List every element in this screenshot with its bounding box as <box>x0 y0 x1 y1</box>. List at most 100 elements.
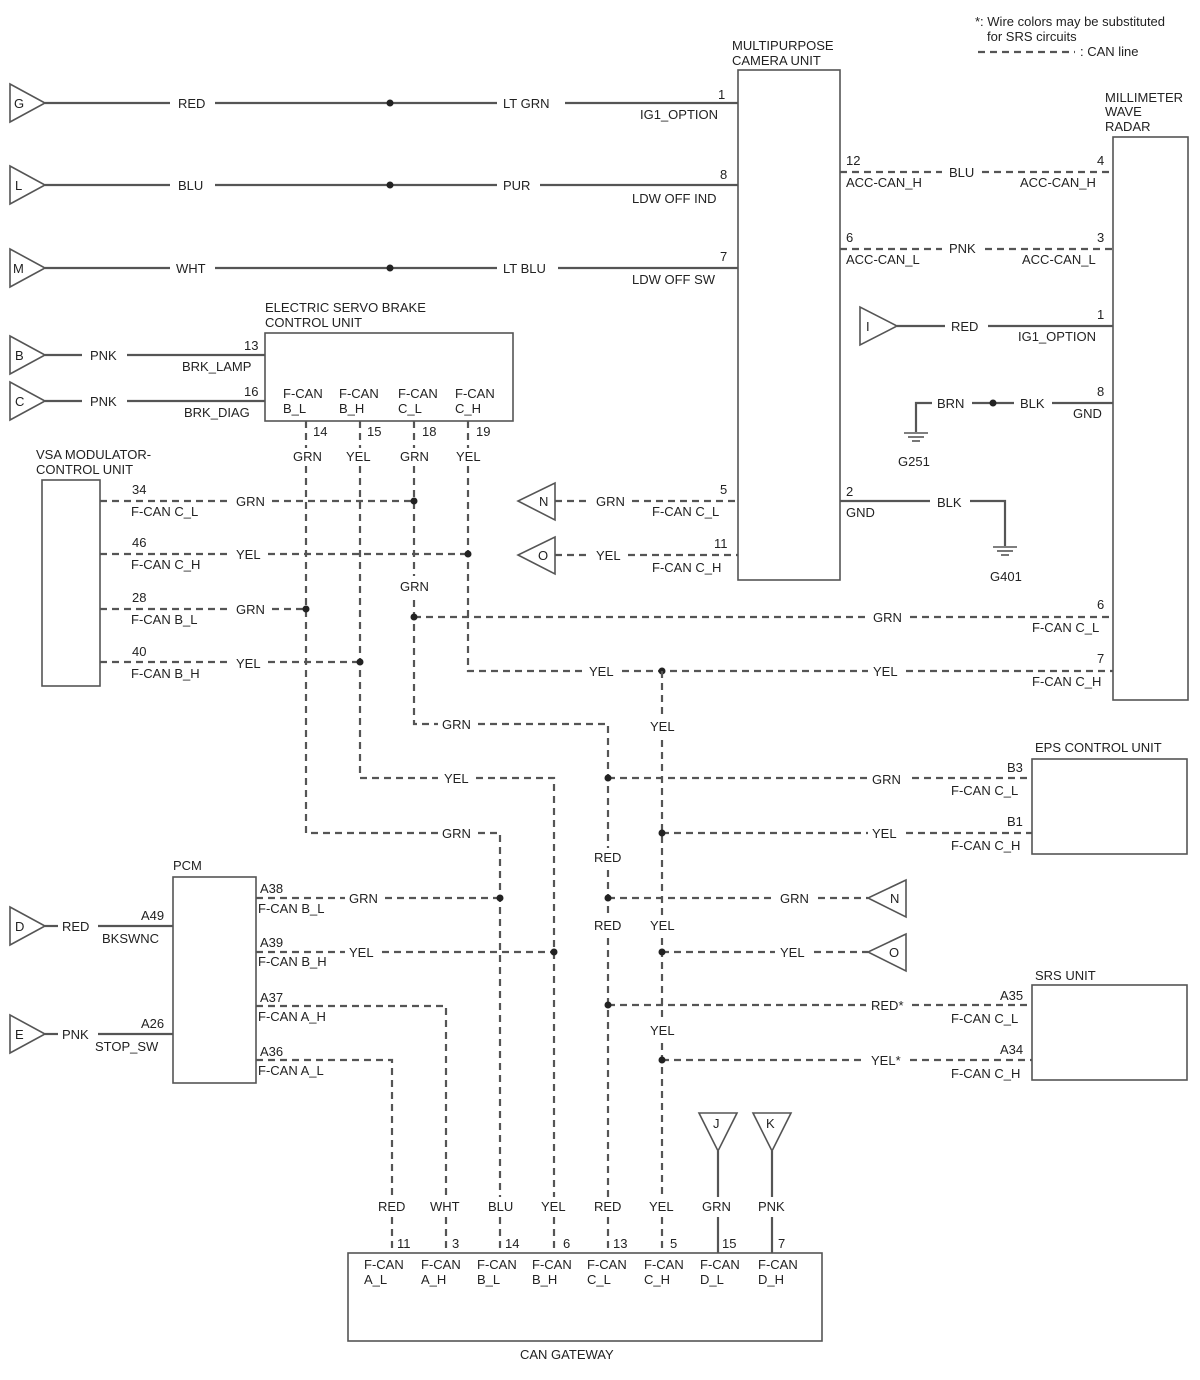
wire-brake-b-h <box>358 466 438 780</box>
wire-label-yel: YEL <box>650 719 675 734</box>
connector-j <box>697 1112 739 1153</box>
srs-pin-a35: A35 <box>1000 988 1023 1003</box>
connector-d-label: D <box>15 919 24 934</box>
vsa-signal-fcan-c-l: F-CAN C_L <box>131 504 198 519</box>
radar-signal-acc-can-h: ACC-CAN_H <box>1020 175 1096 190</box>
circuit-ldw-off-ind: L BLU PUR 8 LDW OFF IND <box>9 164 738 206</box>
wire-label-blk: BLK <box>1020 396 1045 411</box>
vsa-pin-34: 34 <box>132 482 146 497</box>
wire-label-wht: WHT <box>430 1199 460 1214</box>
brake-unit-box <box>264 332 514 422</box>
wire-label-pnk: PNK <box>758 1199 785 1214</box>
wire-label-grn: GRN <box>872 772 901 787</box>
wire-label-yel: YEL <box>596 548 621 563</box>
connector-n-label: N <box>539 494 548 509</box>
camera-unit-box <box>737 69 841 581</box>
connector-b <box>9 334 47 376</box>
connector-o-label: O <box>889 945 899 960</box>
wire-label-yel: YEL <box>649 1199 674 1214</box>
pcm-pin-a39: A39 <box>260 935 283 950</box>
radar-title-1: MILLIMETER <box>1105 90 1183 105</box>
brake-fcan-label: F-CAN <box>455 386 495 401</box>
wire-brake-b-l <box>304 466 438 835</box>
wire-label-grn: GRN <box>702 1199 731 1214</box>
wire-label-yel: YEL <box>236 547 261 562</box>
wire-label-yel: YEL <box>349 945 374 960</box>
gateway-pin-numbers: 11 3 14 6 13 5 15 7 <box>397 1236 785 1251</box>
brake-unit-title-1: ELECTRIC SERVO BRAKE <box>265 300 426 315</box>
wire-label-blu: BLU <box>488 1199 513 1214</box>
wire-label-red: RED <box>594 850 621 865</box>
gateway-pin-7: 7 <box>778 1236 785 1251</box>
splice-point <box>658 1056 666 1064</box>
splice-point <box>658 948 666 956</box>
wire-label-blu: BLU <box>949 165 974 180</box>
circuit-camera-gnd: BLK 2 GND G401 <box>840 484 1022 584</box>
brake-fcan-b-h: B_H <box>339 401 364 416</box>
connector-j-label: J <box>713 1116 720 1131</box>
wire-label-blk: BLK <box>937 495 962 510</box>
can-gateway-box <box>347 1252 823 1342</box>
brake-pin-15: 15 <box>367 424 381 439</box>
connector-o <box>516 535 556 576</box>
brake-fcan-label: F-CAN <box>398 386 438 401</box>
splice-point <box>550 948 558 956</box>
pcm-pin-a49: A49 <box>141 908 164 923</box>
camera-signal-ig1-option: IG1_OPTION <box>640 107 718 122</box>
connector-d <box>9 905 47 947</box>
wire-label-pnk: PNK <box>90 394 117 409</box>
pcm-pin-a36: A36 <box>260 1044 283 1059</box>
gateway-fcan-label: F-CAN <box>700 1257 740 1272</box>
circuit-srs: RED* A35 F-CAN C_L YEL* A34 F-CAN C_H <box>604 988 1032 1081</box>
radar-pin-3: 3 <box>1097 230 1104 245</box>
connector-g <box>9 82 47 124</box>
wire-label-red: RED <box>178 96 205 111</box>
circuit-ldw-off-sw: M WHT LT BLU 7 LDW OFF SW <box>9 247 738 289</box>
gateway-fcan-d-l: D_L <box>700 1272 724 1287</box>
eps-signal-fcan-c-l: F-CAN C_L <box>951 783 1018 798</box>
radar-signal-fcan-c-h: F-CAN C_H <box>1032 674 1101 689</box>
circuit-radar-gnd: BRN BLK 8 GND G251 <box>898 384 1113 469</box>
wire-label-red: RED <box>378 1199 405 1214</box>
pcm-signal-stop-sw: STOP_SW <box>95 1039 159 1054</box>
gateway-stubs <box>390 1217 774 1253</box>
circuit-radar-ig1: I RED 1 IG1_OPTION <box>859 305 1113 347</box>
camera-pin-8: 8 <box>720 167 727 182</box>
brake-fcan-label: F-CAN <box>339 386 379 401</box>
radar-signal-acc-can-l: ACC-CAN_L <box>1022 252 1096 267</box>
wire-label-grn: GRN <box>293 449 322 464</box>
wire-label-yel: YEL <box>873 664 898 679</box>
connector-o-label: O <box>538 548 548 563</box>
wire-label-wht: WHT <box>176 261 206 276</box>
camera-signal-ldw-off-sw: LDW OFF SW <box>632 272 716 287</box>
connector-n-label: N <box>890 891 899 906</box>
gateway-fcan-labels: F-CAN A_L F-CAN A_H F-CAN B_L F-CAN B_H … <box>364 1257 798 1287</box>
splice-point <box>302 605 310 613</box>
gateway-fcan-a-l: A_L <box>364 1272 387 1287</box>
connector-n-lower <box>866 878 907 919</box>
radar-signal-fcan-c-l: F-CAN C_L <box>1032 620 1099 635</box>
connector-e <box>9 1013 47 1055</box>
ground-label-g401: G401 <box>990 569 1022 584</box>
gateway-fcan-b-h: B_H <box>532 1272 557 1287</box>
radar-box <box>1112 136 1189 701</box>
wire-label-yel: YEL <box>456 449 481 464</box>
camera-signal-fcan-c-h: F-CAN C_H <box>652 560 721 575</box>
wire-label-red: RED <box>951 319 978 334</box>
brake-signal-brk-diag: BRK_DIAG <box>184 405 250 420</box>
pcm-signal-fcan-a-l: F-CAN A_L <box>258 1063 324 1078</box>
wire-label-grn: GRN <box>442 826 471 841</box>
eps-signal-fcan-c-h: F-CAN C_H <box>951 838 1020 853</box>
gateway-fcan-a-h: A_H <box>421 1272 446 1287</box>
radar-title-2: WAVE <box>1105 104 1142 119</box>
wire-label-grn: GRN <box>349 891 378 906</box>
brake-pin-14: 14 <box>313 424 327 439</box>
camera-pin-1: 1 <box>718 87 725 102</box>
wire-brake-c-h <box>466 466 585 673</box>
camera-unit-title-1: MULTIPURPOSE <box>732 38 834 53</box>
camera-pin-2: 2 <box>846 484 853 499</box>
vsa-unit-title-1: VSA MODULATOR- <box>36 447 151 462</box>
gateway-pin-14: 14 <box>505 1236 519 1251</box>
circuit-eps: GRN B3 F-CAN C_L YEL B1 F-CAN C_H <box>604 760 1032 853</box>
camera-signal-gnd: GND <box>846 505 875 520</box>
